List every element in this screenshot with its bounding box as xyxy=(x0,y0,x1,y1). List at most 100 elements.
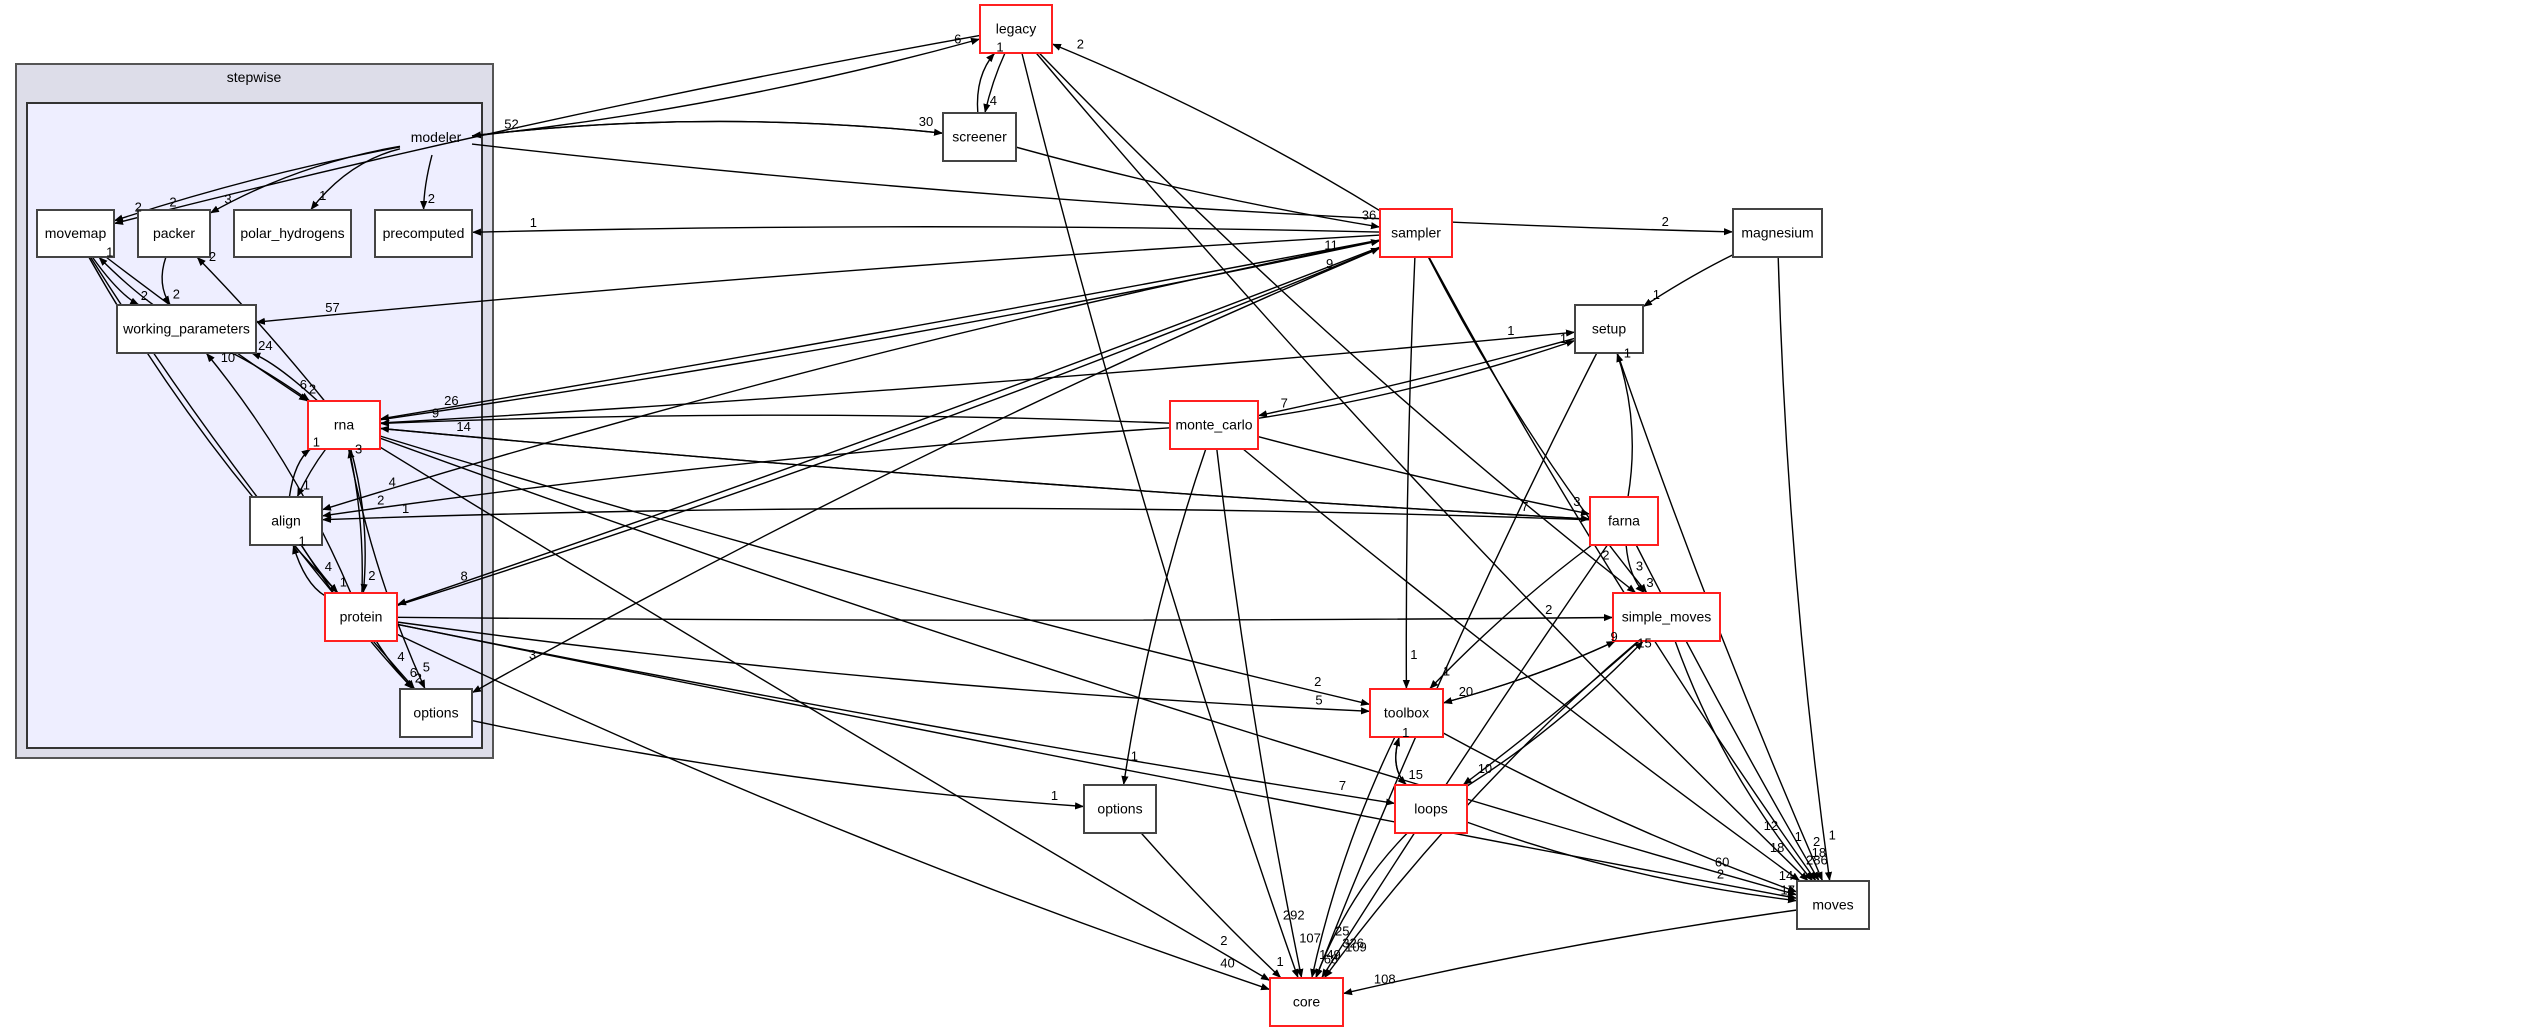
edge-rna-to-align[interactable] xyxy=(296,448,327,498)
edge-label[interactable]: 2 xyxy=(1314,674,1321,689)
edge-label[interactable]: 7 xyxy=(1281,396,1288,411)
node-simple-moves[interactable]: simple_moves xyxy=(1612,592,1721,642)
edge-label[interactable]: 2 xyxy=(1813,834,1820,849)
edge-label[interactable]: 1 xyxy=(402,501,409,516)
edge-sampler-to-options-inner[interactable] xyxy=(471,247,1381,694)
edge-label[interactable]: 2 xyxy=(1717,867,1724,882)
edge-modeler-to-packer[interactable] xyxy=(209,145,401,214)
edge-label[interactable]: 1 xyxy=(1277,954,1284,969)
edge-label[interactable]: 26 xyxy=(444,393,458,408)
edge-label[interactable]: 2 xyxy=(1077,36,1084,51)
edge-sampler-to-precomputed[interactable] xyxy=(471,226,1381,236)
edge-rna-to-core[interactable] xyxy=(379,446,1271,982)
edge-label[interactable]: 10 xyxy=(221,350,235,365)
edge-modeler-to-precomputed[interactable] xyxy=(420,154,433,211)
edge-label[interactable]: 2 xyxy=(1662,214,1669,229)
edge-loops-to-toolbox[interactable] xyxy=(1393,736,1408,786)
edge-label[interactable]: 7 xyxy=(1339,778,1346,793)
cluster-stepwise[interactable]: stepwise modeler xyxy=(15,63,494,759)
edge-label[interactable]: 24 xyxy=(258,338,272,353)
edge-sampler-to-legacy[interactable] xyxy=(1051,43,1381,212)
edge-label[interactable]: 7 xyxy=(1521,499,1528,514)
edge-label[interactable]: 107 xyxy=(1299,931,1321,946)
edge-legacy-to-core[interactable] xyxy=(1021,52,1299,979)
node-polar-hydrogens[interactable]: polar_hydrogens xyxy=(233,209,352,258)
edge-label[interactable]: 1 xyxy=(996,40,1003,55)
node-movemap[interactable]: movemap xyxy=(36,209,115,258)
edge-label[interactable]: 15 xyxy=(1409,767,1423,782)
node-screener[interactable]: screener xyxy=(942,112,1017,162)
node-align[interactable]: align xyxy=(249,496,323,546)
edge-setup-to-monte-carlo[interactable] xyxy=(1257,337,1576,418)
edge-label[interactable]: 3 xyxy=(1573,494,1580,509)
edge-monte-carlo-to-rna[interactable] xyxy=(379,414,1171,427)
edge-label[interactable]: 4 xyxy=(397,649,404,664)
edge-monte-carlo-to-options-outer[interactable] xyxy=(1121,448,1207,786)
node-monte-carlo[interactable]: monte_carlo xyxy=(1169,400,1259,450)
node-magnesium[interactable]: magnesium xyxy=(1732,208,1823,258)
edge-label[interactable]: 1 xyxy=(299,534,306,549)
edge-label[interactable]: 1 xyxy=(1624,345,1631,360)
edge-label[interactable]: 1 xyxy=(1560,331,1567,346)
edge-screener-to-sampler[interactable] xyxy=(1015,146,1381,230)
node-options-outer[interactable]: options xyxy=(1083,784,1157,834)
edge-label[interactable]: 6 xyxy=(954,31,961,46)
node-options-inner[interactable]: options xyxy=(399,688,473,738)
edge-moves-to-core[interactable] xyxy=(1342,909,1798,996)
edge-farna-to-setup[interactable] xyxy=(1616,352,1633,498)
edge-label[interactable]: 5 xyxy=(1315,693,1322,708)
edge-label[interactable]: 30 xyxy=(919,114,933,129)
node-core[interactable]: core xyxy=(1269,977,1344,1027)
edge-label[interactable]: 1 xyxy=(319,188,326,203)
edge-simple-moves-to-toolbox[interactable] xyxy=(1442,640,1616,705)
edge-label[interactable]: 11 xyxy=(1324,237,1338,252)
edge-modeler-to-polar-hydrogens[interactable] xyxy=(310,148,401,211)
node-toolbox[interactable]: toolbox xyxy=(1369,688,1444,738)
edge-label[interactable]: 40 xyxy=(1220,955,1234,970)
edge-rna-to-setup[interactable] xyxy=(379,329,1576,424)
edge-protein-to-working-parameters[interactable] xyxy=(205,352,352,594)
edge-rna-to-options-inner[interactable] xyxy=(347,448,426,690)
edge-setup-to-core[interactable] xyxy=(1315,352,1598,979)
edge-label[interactable]: 3 xyxy=(529,647,536,662)
edge-options-outer-to-core[interactable] xyxy=(1140,832,1282,979)
edge-label[interactable]: 1 xyxy=(530,215,537,230)
edge-label[interactable]: 15 xyxy=(1637,635,1651,650)
edge-label[interactable]: 1 xyxy=(303,478,310,493)
edge-label[interactable]: 2 xyxy=(428,191,435,206)
edge-protein-to-sampler[interactable] xyxy=(396,247,1381,607)
node-protein[interactable]: protein xyxy=(324,592,398,642)
edge-monte-carlo-to-core[interactable] xyxy=(1216,448,1304,979)
edge-label[interactable]: 2 xyxy=(377,493,384,508)
edge-farna-to-core[interactable] xyxy=(1321,544,1608,979)
edge-sampler-to-align[interactable] xyxy=(321,239,1381,511)
edge-movemap-to-working-parameters[interactable] xyxy=(91,256,140,306)
node-loops[interactable]: loops xyxy=(1394,784,1468,834)
edge-loops-to-simple-moves[interactable] xyxy=(1466,640,1644,787)
edge-label[interactable]: 12 xyxy=(1764,818,1778,833)
edge-label[interactable]: 1 xyxy=(1131,748,1138,763)
edge-label[interactable]: 2 xyxy=(368,568,375,583)
edge-label[interactable]: 3 xyxy=(1646,575,1653,590)
edge-label[interactable]: 4 xyxy=(990,93,997,108)
edge-label[interactable]: 2 xyxy=(173,287,180,302)
edge-label[interactable]: 149 xyxy=(1319,947,1341,962)
edge-legacy-to-moves[interactable] xyxy=(1035,52,1809,882)
edge-label[interactable]: 18 xyxy=(1770,840,1784,855)
edge-label[interactable]: 5 xyxy=(423,659,430,674)
edge-options-inner-to-options-outer[interactable] xyxy=(471,719,1085,810)
edge-label[interactable]: 3 xyxy=(1636,558,1643,573)
edge-label[interactable]: 3 xyxy=(355,442,362,457)
edge-simple-moves-to-loops[interactable] xyxy=(1462,640,1640,786)
node-precomputed[interactable]: precomputed xyxy=(374,209,473,258)
edge-label[interactable]: 4 xyxy=(325,559,332,574)
edge-rna-to-packer[interactable] xyxy=(196,256,326,402)
edge-label[interactable]: 20 xyxy=(1459,684,1473,699)
edge-label[interactable]: 1 xyxy=(313,434,320,449)
edge-sampler-to-moves[interactable] xyxy=(1428,256,1817,882)
edge-loops-to-moves[interactable] xyxy=(1466,821,1798,904)
edge-sampler-to-protein[interactable] xyxy=(396,246,1381,606)
node-packer[interactable]: packer xyxy=(137,209,211,258)
edge-legacy-to-movemap[interactable] xyxy=(113,34,981,225)
edge-label[interactable]: 1 xyxy=(1507,323,1514,338)
